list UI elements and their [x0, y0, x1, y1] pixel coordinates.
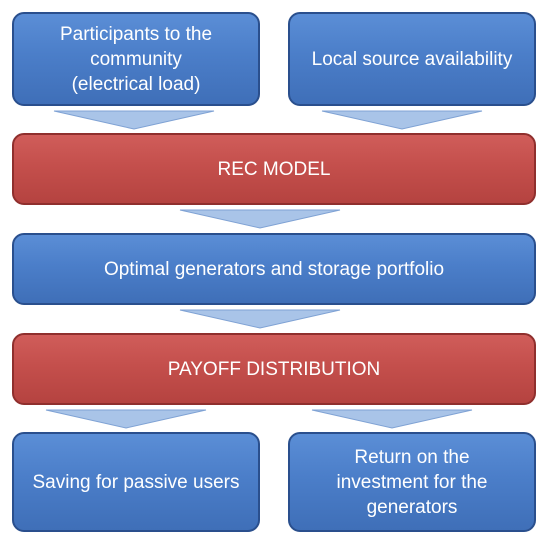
participants-label: Participants to the community (electrica… [59, 23, 213, 95]
arrow-payoff-to-return [311, 409, 473, 429]
optimal-portfolio-label: Optimal generators and storage portfolio [103, 258, 445, 280]
arrow-participants-to-rec [53, 110, 215, 130]
payoff-distribution-box: PAYOFF DISTRIBUTION [12, 333, 536, 405]
return-investment-box: Return on the investment for the generat… [288, 432, 536, 532]
local-source-label: Local source availability [311, 48, 513, 70]
arrow-payoff-to-saving [45, 409, 207, 429]
arrow-rec-to-portfolio [179, 209, 341, 229]
arrow-local-source-to-rec [321, 110, 483, 130]
arrow-portfolio-to-payoff [179, 309, 341, 329]
saving-passive-label: Saving for passive users [32, 471, 240, 493]
saving-passive-box: Saving for passive users [12, 432, 260, 532]
rec-model-label: REC MODEL [217, 158, 331, 180]
optimal-portfolio-box: Optimal generators and storage portfolio [12, 233, 536, 305]
payoff-distribution-label: PAYOFF DISTRIBUTION [167, 358, 381, 380]
return-investment-label: Return on the investment for the generat… [336, 446, 488, 518]
rec-model-box: REC MODEL [12, 133, 536, 205]
local-source-box: Local source availability [288, 12, 536, 106]
participants-box: Participants to the community (electrica… [12, 12, 260, 106]
